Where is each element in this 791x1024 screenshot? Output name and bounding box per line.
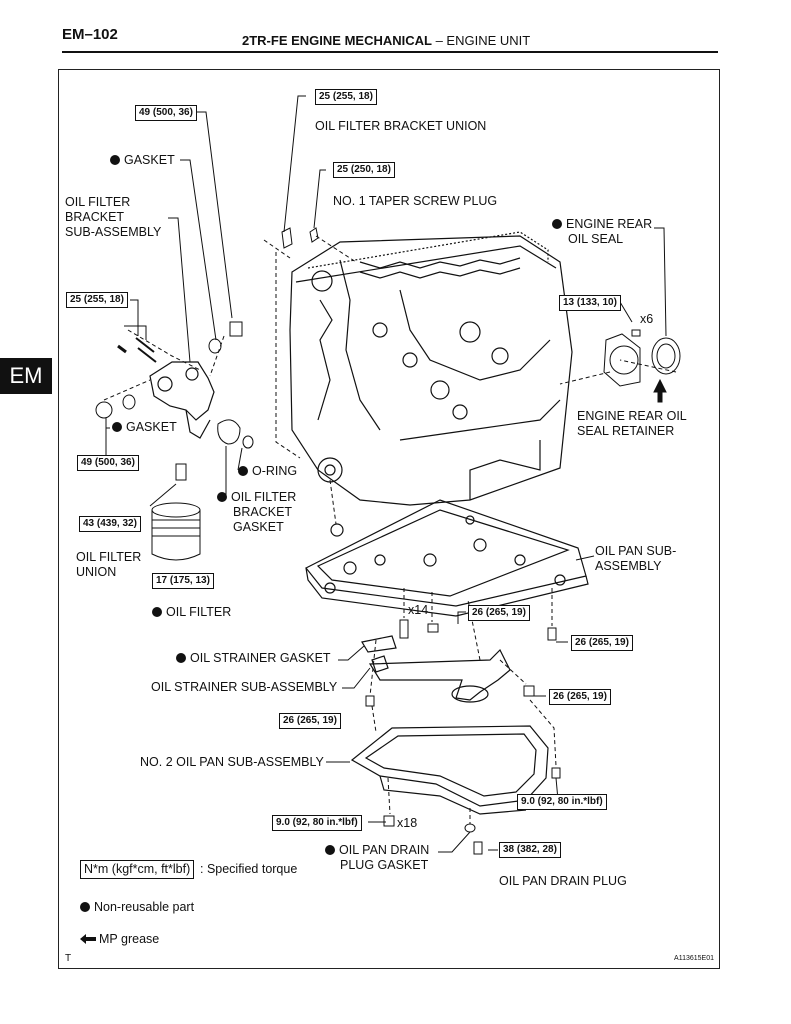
nonreusable-icon [325, 845, 335, 855]
nonreusable-icon [152, 607, 162, 617]
header-rule [62, 51, 718, 53]
no2-oil-pan [350, 725, 549, 815]
label-text: ENGINE REAR [566, 217, 653, 231]
nonreusable-icon [110, 155, 120, 165]
section-title-rest: – ENGINE UNIT [431, 33, 531, 48]
oil-pan-sub-assembly [305, 499, 589, 617]
label-bracket-gasket-line3: GASKET [233, 520, 284, 534]
mp-grease-arrow-icon [80, 934, 96, 944]
nonreusable-icon [112, 422, 122, 432]
label-text: OIL FILTER [231, 490, 297, 504]
torque-26-265-19-pan: 26 (265, 19) [468, 605, 530, 621]
torque-26-265-19-left: 26 (265, 19) [279, 713, 341, 729]
o-ring-part [242, 435, 254, 449]
legend-nonreusable-text: Non-reusable part [94, 900, 195, 914]
mp-grease-arrow-part [653, 378, 667, 403]
label-x14: x14 [408, 603, 429, 617]
taper-plug-part [309, 227, 319, 243]
legend-torque-text: : Specified torque [200, 862, 298, 876]
label-oil-pan-sub-line2: ASSEMBLY [595, 559, 662, 573]
oil-strainer [361, 635, 511, 703]
label-bracket-gasket-line1: OIL FILTER [217, 490, 296, 505]
figure-code: A113615E01 [674, 955, 714, 962]
rear-seal-retainer-part [603, 333, 641, 387]
label-oil-filter-bracket-union: OIL FILTER BRACKET UNION [315, 119, 487, 133]
label-gasket-mid: GASKET [112, 420, 177, 435]
torque-9-92-80-left: 9.0 (92, 80 in.*lbf) [272, 815, 362, 831]
nonreusable-icon [176, 653, 186, 663]
torque-26-265-19-right: 26 (265, 19) [571, 635, 633, 651]
label-bracket-sub-line3: SUB-ASSEMBLY [65, 225, 162, 239]
legend-mp-grease-text: MP grease [99, 932, 160, 946]
nonreusable-icon [80, 902, 90, 912]
label-bracket-sub-line2: BRACKET [65, 210, 125, 224]
label-oil-pan-sub-line1: OIL PAN SUB- [595, 544, 677, 558]
label-rear-oil-seal-line1: ENGINE REAR [552, 217, 652, 232]
label-bracket-gasket-line2: BRACKET [233, 505, 293, 519]
label-gasket-top: GASKET [110, 153, 175, 168]
label-oil-filter: OIL FILTER [152, 605, 231, 620]
label-text: OIL STRAINER GASKET [190, 651, 331, 665]
filter-union-part [175, 463, 187, 481]
label-x18: x18 [397, 816, 418, 830]
legend-mp-grease: MP grease [80, 932, 159, 947]
label-drain-plug: OIL PAN DRAIN PLUG [499, 874, 627, 888]
bolt-25-255 [281, 227, 293, 249]
label-rear-seal-retainer-line1: ENGINE REAR OIL [577, 409, 687, 423]
label-text: OIL PAN DRAIN [339, 843, 430, 857]
label-no2-oil-pan: NO. 2 OIL PAN SUB-ASSEMBLY [140, 755, 324, 769]
legend-torque-unit: N*m (kgf*cm, ft*lbf) [80, 860, 195, 879]
nonreusable-icon [238, 466, 248, 476]
oil-filter-part [151, 502, 201, 561]
label-x6: x6 [640, 312, 654, 326]
torque-25-250-18: 25 (250, 18) [333, 162, 395, 178]
label-drain-gasket-line2: PLUG GASKET [340, 858, 429, 872]
nonreusable-icon [217, 492, 227, 502]
label-text: GASKET [124, 153, 175, 167]
torque-49-500-36-mid: 49 (500, 36) [77, 455, 139, 471]
label-o-ring: O-RING [238, 464, 297, 479]
label-bracket-sub-line1: OIL FILTER [65, 195, 131, 209]
section-title: 2TR-FE ENGINE MECHANICAL – ENGINE UNIT [242, 33, 530, 48]
label-text: GASKET [126, 420, 177, 434]
torque-25-255-18-bracket: 25 (255, 18) [66, 292, 128, 308]
torque-13-133-10: 13 (133, 10) [559, 295, 621, 311]
diagram-frame [58, 69, 720, 969]
label-filter-union-line1: OIL FILTER [76, 550, 142, 564]
engine-block [289, 231, 573, 537]
torque-38-382-28: 38 (382, 28) [499, 842, 561, 858]
oil-filter-bracket-union-part [229, 321, 243, 337]
torque-9-92-80-right: 9.0 (92, 80 in.*lbf) [517, 794, 607, 810]
torque-26-265-19-strainer: 26 (265, 19) [549, 689, 611, 705]
label-strainer-sub: OIL STRAINER SUB-ASSEMBLY [151, 680, 338, 694]
torque-49-500-36-top: 49 (500, 36) [135, 105, 197, 121]
plug-part [95, 401, 113, 419]
section-title-bold: 2TR-FE ENGINE MECHANICAL [242, 33, 432, 48]
label-filter-union-line2: UNION [76, 565, 117, 579]
label-rear-oil-seal-line2: OIL SEAL [568, 232, 624, 246]
footer-mark: T [65, 953, 72, 964]
label-taper-screw-plug: NO. 1 TAPER SCREW PLUG [333, 194, 498, 208]
label-rear-seal-retainer-line2: SEAL RETAINER [577, 424, 675, 438]
label-drain-gasket-line1: OIL PAN DRAIN [325, 843, 429, 858]
page-code: EM–102 [62, 26, 118, 43]
torque-25-255-18-union: 25 (255, 18) [315, 89, 377, 105]
section-tab[interactable]: EM [0, 358, 52, 394]
label-text: OIL FILTER [166, 605, 232, 619]
torque-43-439-32: 43 (439, 32) [79, 516, 141, 532]
label-text: O-RING [252, 464, 298, 478]
rear-oil-seal-part [651, 337, 681, 375]
torque-17-175-13: 17 (175, 13) [152, 573, 214, 589]
legend-nonreusable: Non-reusable part [80, 900, 194, 915]
oil-filter-bracket [149, 361, 215, 439]
nonreusable-icon [552, 219, 562, 229]
label-strainer-gasket: OIL STRAINER GASKET [176, 651, 331, 666]
bracket-gasket-part [217, 419, 241, 445]
gasket-mid-part [122, 394, 136, 410]
